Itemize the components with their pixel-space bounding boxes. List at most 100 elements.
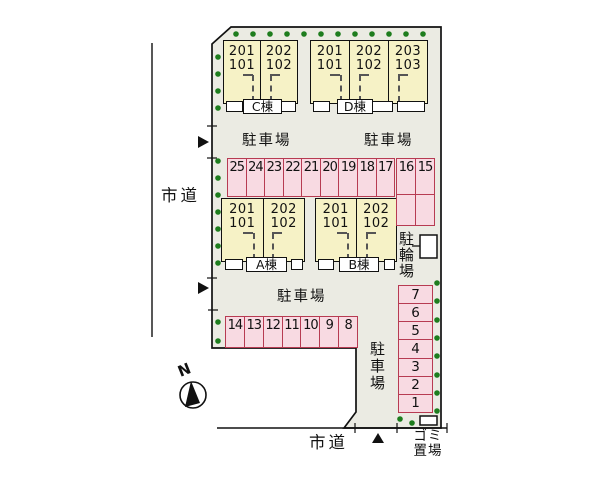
bicycle-parking-label: 駐輪場	[397, 231, 415, 279]
unit-number-upper: 202	[265, 44, 293, 59]
building-b-name: B棟	[339, 257, 379, 272]
parking-label-right: 駐車場	[368, 341, 386, 392]
parking-stall: 23	[264, 159, 283, 196]
building-a-unit-2: 202 102	[262, 199, 305, 261]
entry-path-dash	[337, 232, 347, 234]
entry-path-dash	[330, 74, 340, 76]
building-d-name: D棟	[337, 99, 373, 114]
parking-stall: 13	[243, 317, 263, 347]
building-a-name: A棟	[246, 257, 287, 272]
unit-number-lower: 102	[265, 57, 293, 73]
road-label-bottom: 市道	[309, 433, 348, 452]
unit-number-upper: 203	[394, 44, 422, 59]
building-d-unit-2: 202 102	[349, 41, 388, 103]
garbage-box-icon	[419, 415, 438, 426]
unit-number-lower: 102	[355, 57, 383, 73]
entry-path-dash	[359, 75, 361, 102]
parking-stall: 14	[227, 318, 244, 333]
parking-stall: 21	[301, 159, 320, 196]
shrub-icons	[215, 31, 440, 426]
unit-number-upper: 201	[316, 44, 344, 59]
porch	[397, 101, 425, 112]
unit-number-upper: 202	[355, 44, 383, 59]
parking-row-upper: 25 24 23 22 21 20 19 18 17	[227, 158, 395, 197]
building-a-unit-1: 201 101	[222, 199, 263, 261]
unit-number-lower: 103	[394, 57, 422, 73]
entry-path-dash	[272, 233, 274, 260]
parking-stall: 3	[399, 357, 432, 376]
entry-path-dash	[359, 74, 369, 76]
entry-path-dash	[366, 233, 368, 260]
unit-number-upper: 202	[270, 202, 297, 217]
entry-path-dash	[398, 75, 400, 102]
unit-number-lower: 102	[363, 215, 390, 231]
parking-stall: 20	[319, 159, 339, 196]
unit-number-upper: 201	[322, 202, 349, 217]
parking-stall: 16	[398, 160, 415, 175]
porch	[318, 259, 334, 270]
parking-label-mid: 駐車場	[277, 289, 327, 305]
porch	[225, 259, 243, 270]
porch	[371, 101, 393, 112]
entry-path-dash	[253, 233, 255, 260]
entry-path-dash	[243, 232, 253, 234]
parking-stall: 18	[356, 159, 376, 196]
porch	[226, 101, 243, 112]
entry-path-dash	[270, 75, 272, 102]
parking-column-right: 7 6 5 4 3 2 1	[398, 285, 433, 413]
parking-stall: 10	[300, 317, 319, 347]
unit-number-lower: 101	[228, 57, 256, 73]
garbage-area-label: ゴミ 置場	[407, 429, 449, 459]
building-d: 201 101 202 102 203 103 D棟	[310, 40, 428, 114]
parking-stall: 6	[399, 303, 432, 321]
parking-stall: 1	[399, 393, 432, 412]
parking-stall: 8	[338, 317, 357, 347]
entry-path-dash	[347, 233, 349, 260]
stall-divider	[397, 194, 434, 195]
entry-path-dash	[366, 232, 376, 234]
parking-label-top-left: 駐車場	[242, 133, 292, 149]
parking-stall: 12	[262, 317, 282, 347]
building-d-unit-3: 203 103	[388, 41, 427, 103]
porch	[384, 259, 395, 270]
unit-number-lower: 101	[229, 215, 256, 231]
parking-stall: 9	[319, 317, 338, 347]
parking-stall: 7	[411, 286, 420, 303]
parking-stall: 15	[415, 159, 434, 225]
road-label-left: 市道	[161, 186, 200, 205]
entrance-marker-icons	[198, 136, 384, 443]
building-b-unit-1: 201 101	[316, 199, 356, 261]
bicycle-shelter-icon	[419, 234, 438, 259]
unit-number-lower: 101	[316, 57, 344, 73]
unit-number-upper: 201	[229, 202, 256, 217]
building-d-unit-1: 201 101	[311, 41, 349, 103]
porch	[291, 259, 303, 270]
unit-number-upper: 202	[363, 202, 390, 217]
parking-stall: 22	[282, 159, 302, 196]
entry-path-dash	[243, 74, 253, 76]
unit-number-lower: 101	[322, 215, 349, 231]
entry-path-dash	[340, 75, 342, 102]
parking-stall: 11	[281, 317, 301, 347]
parking-stall: 2	[399, 375, 432, 394]
garbage-label-line1: ゴミ	[413, 428, 443, 444]
entry-path-dash	[270, 74, 280, 76]
north-compass-icon	[179, 381, 207, 409]
entry-path-dash	[252, 75, 254, 102]
parking-stall: 5	[399, 321, 432, 339]
building-c-unit-2: 202 102	[260, 41, 297, 103]
unit-number-upper: 201	[228, 44, 256, 59]
parking-stall: 19	[338, 159, 357, 196]
parking-row-lower: 14 13 12 11 10 9 8	[225, 316, 358, 348]
building-c-unit-1: 201 101	[224, 41, 260, 103]
building-a: 201 101 202 102 A棟	[221, 198, 305, 272]
building-b: 201 101 202 102 B棟	[315, 198, 397, 272]
porch	[313, 101, 330, 112]
building-b-unit-2: 202 102	[355, 199, 397, 261]
parking-stall: 24	[245, 159, 265, 196]
entry-path-dash	[272, 232, 282, 234]
unit-number-lower: 102	[270, 215, 297, 231]
building-c-name: C棟	[243, 99, 282, 114]
boundary-ticks	[207, 125, 448, 433]
